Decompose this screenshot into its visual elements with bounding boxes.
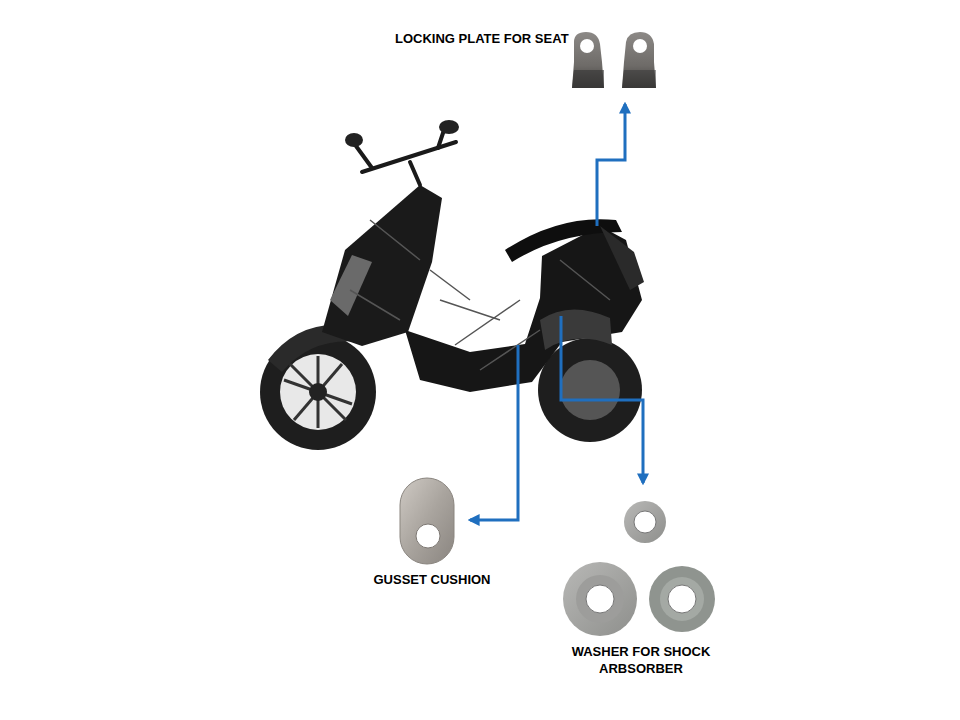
- washer-ring: [660, 577, 704, 621]
- tail-cowl: [600, 226, 644, 290]
- mirror: [439, 120, 459, 134]
- rear-rim: [560, 360, 620, 420]
- hatch-strokes: [350, 220, 610, 370]
- leader-arrow: [470, 345, 518, 520]
- washer-hole: [668, 585, 696, 613]
- headlight: [330, 255, 372, 316]
- plate-hole: [633, 39, 647, 53]
- rear-tyre: [538, 338, 642, 442]
- part-label: LOCKING PLATE FOR SEAT: [395, 30, 595, 47]
- front-spokes: [284, 356, 352, 428]
- sketch-hatching: [350, 220, 610, 370]
- handlebar: [356, 130, 456, 185]
- locking-plate-part: [622, 32, 656, 88]
- washer-hole: [586, 585, 614, 613]
- part-label: WASHER FOR SHOCK ARBSORBER: [561, 643, 721, 677]
- spoke: [290, 364, 346, 420]
- gusset-plate: [400, 478, 454, 564]
- plate-bend: [622, 70, 656, 88]
- leader-arrow: [561, 316, 643, 483]
- leader-arrows: [470, 104, 643, 520]
- mirror-stem: [438, 130, 444, 148]
- front-apron: [322, 185, 442, 346]
- washer-large: [563, 562, 637, 636]
- leader-arrow: [597, 104, 625, 226]
- locking-plate: [572, 32, 604, 88]
- locking-plate: [622, 32, 656, 88]
- seat: [505, 219, 622, 262]
- spoke: [284, 380, 352, 404]
- engine-cover: [540, 309, 612, 350]
- washer-large: [649, 566, 715, 632]
- front-rim: [280, 354, 356, 430]
- gusset-cushion-part: [400, 478, 454, 564]
- plate-hole: [580, 39, 594, 53]
- washer-part: [563, 501, 715, 636]
- mirror-stem: [356, 146, 372, 168]
- plate-bend: [572, 70, 604, 88]
- mirror: [345, 133, 363, 147]
- washer-hole: [634, 511, 656, 533]
- gusset-hole: [416, 524, 440, 548]
- steering-column: [410, 162, 420, 185]
- handlebar-bar: [362, 142, 456, 172]
- washer-small: [624, 501, 666, 543]
- front-hub: [309, 383, 327, 401]
- washer-ring: [576, 575, 624, 623]
- spoke: [294, 364, 342, 420]
- locking-plate-part: [572, 32, 604, 88]
- part-label: GUSSET CUSHION: [352, 571, 512, 588]
